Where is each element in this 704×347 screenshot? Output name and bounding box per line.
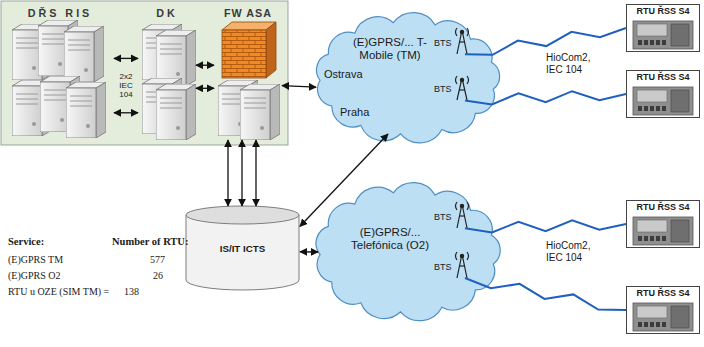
connector-arrow — [196, 65, 214, 66]
server-group-box: DK — [138, 4, 196, 140]
bts-label: BTS — [434, 84, 452, 94]
connector-arrow — [114, 58, 138, 59]
connector-arrow — [282, 86, 316, 88]
table-cell: 26 — [153, 270, 163, 282]
table-header: Number of RTU: — [112, 236, 188, 248]
rtu-box: RTU ŘSS S4 — [626, 286, 700, 334]
rtu-title: RTU ŘSS S4 — [627, 202, 699, 212]
rtu-box: RTU ŘSS S4 — [626, 70, 700, 118]
connector-arrow — [255, 140, 256, 206]
bts-label: BTS — [434, 38, 452, 48]
group-title: DK — [138, 7, 196, 19]
protocol-label: 2x2 IEC 104 — [115, 72, 137, 100]
plain-shape — [138, 4, 196, 140]
connector-arrow — [241, 140, 242, 206]
connector-arrow — [300, 251, 318, 252]
bts-label: BTS — [434, 212, 452, 222]
table-cell: (E)GPRS O2 — [8, 270, 61, 282]
table-cell: RTU u OZE (SIM TM) = — [8, 286, 109, 298]
database-cylinder: IS/IT ICTS — [185, 205, 300, 290]
group-title: FW ASA — [214, 7, 282, 19]
cloud-title: (E)GPRS/... Telefónica (O2) — [344, 226, 436, 252]
plain-shape — [214, 4, 282, 140]
network-cloud: Ostrava(E)GPRS/... T-Mobile (TM)BTSBTSPr… — [310, 12, 505, 144]
table-cell: (E)GPRS TM — [8, 254, 63, 266]
database-title: IS/IT ICTS — [185, 243, 300, 254]
bts-tower — [456, 28, 469, 54]
rtu-title: RTU ŘSS S4 — [627, 288, 699, 298]
cloud-title: (E)GPRS/... T-Mobile (TM) — [346, 36, 434, 62]
server-group — [12, 20, 280, 140]
bts-tower — [456, 76, 469, 100]
group-title: DŘS RIS — [6, 7, 114, 19]
plain-shape — [6, 4, 114, 140]
bts-tower — [456, 252, 469, 278]
protocol-label: HioCom2, IEC 104 — [546, 240, 600, 263]
firewall-symbol — [222, 22, 276, 78]
rtu-box: RTU ŘSS S4 — [626, 4, 700, 52]
bts-label: BTS — [434, 262, 452, 272]
system-panel — [1, 1, 288, 145]
connector-arrow — [227, 140, 228, 206]
network-cloud: (E)GPRS/... Telefónica (O2) BTS BTS — [310, 182, 505, 322]
connector-arrow — [114, 112, 138, 113]
table-cell: 577 — [150, 254, 165, 266]
server-group-box: DŘS RIS — [6, 4, 114, 140]
cloud-shape — [310, 182, 505, 322]
table-cell: 138 — [124, 286, 139, 298]
city-label: Ostrava — [324, 68, 363, 81]
connector-arrow — [196, 88, 214, 89]
protocol-label: HioCom2, IEC 104 — [546, 52, 600, 75]
bts-tower — [456, 202, 469, 228]
city-label: Praha — [340, 106, 369, 119]
table-header: Service: — [8, 236, 44, 248]
rtu-title: RTU ŘSS S4 — [627, 6, 699, 16]
rtu-title: RTU ŘSS S4 — [627, 72, 699, 82]
firewall-box: FW ASA — [214, 4, 282, 140]
rtu-box: RTU ŘSS S4 — [626, 200, 700, 248]
